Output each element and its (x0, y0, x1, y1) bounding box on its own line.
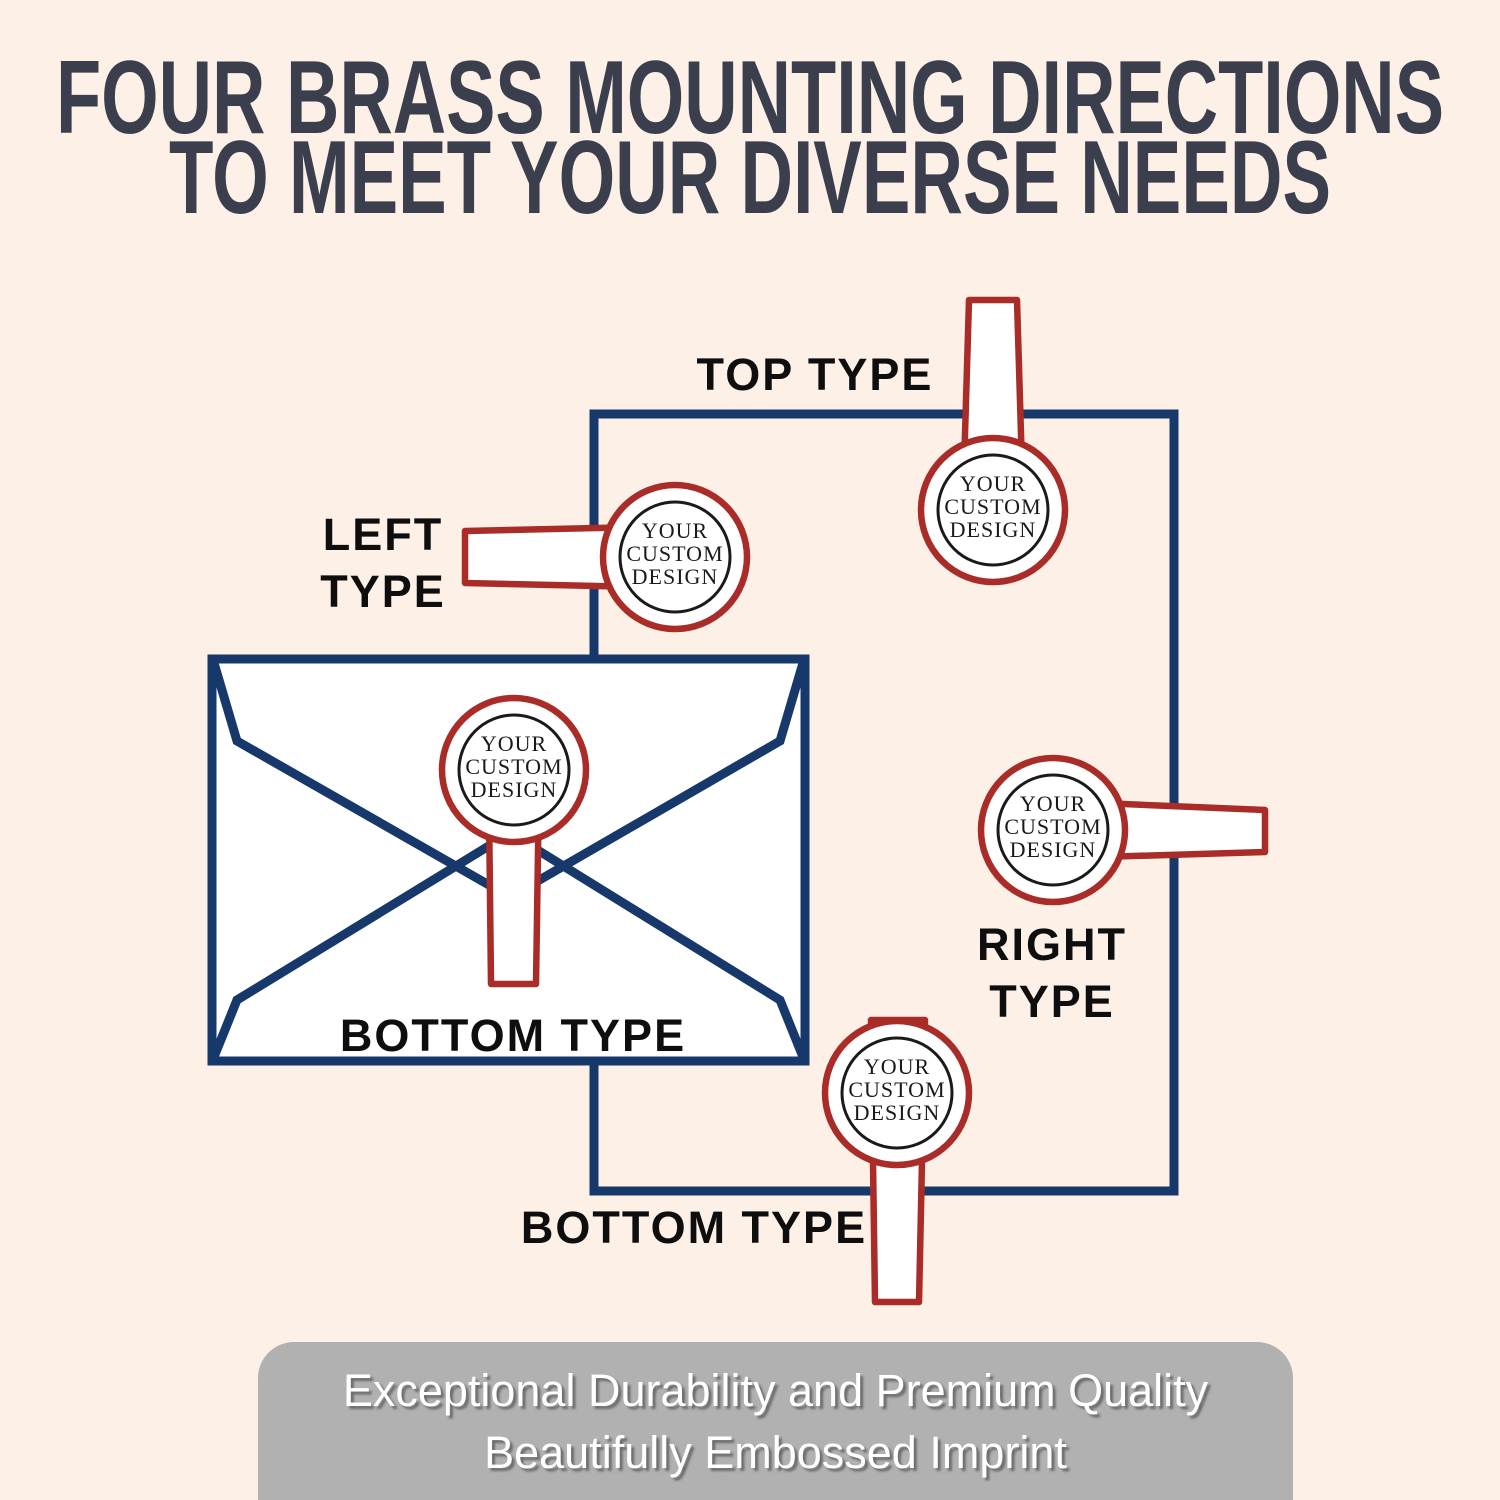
seal-design-text: CUSTOM (465, 754, 562, 779)
seal-design-text: CUSTOM (944, 494, 1041, 519)
seal-design-text: DESIGN (471, 777, 558, 802)
seal-stamp-envelope: YOUR CUSTOM DESIGN (438, 694, 590, 988)
envelope-flap-bottom-left (209, 829, 513, 1059)
envelope-flap-bottom-right (507, 829, 808, 1059)
banner-text-line2: Beautifully Embossed Imprint (484, 1426, 1067, 1478)
seal-design-text: YOUR (481, 731, 547, 756)
seal-design-text: YOUR (642, 518, 708, 543)
seal-design-text: DESIGN (854, 1100, 941, 1125)
seal-head-bottom (821, 1017, 973, 1169)
label-bottom-type: BOTTOM TYPE (521, 1202, 867, 1253)
seal-head-envelope (438, 694, 590, 846)
seal-design-text: DESIGN (632, 564, 719, 589)
seal-design-text: DESIGN (950, 517, 1037, 542)
seal-head-top (917, 434, 1069, 586)
seal-stamp-right: YOUR CUSTOM DESIGN (977, 754, 1269, 906)
seal-inner-ring-envelope (457, 713, 571, 827)
seal-inner-ring-left (618, 500, 732, 614)
seal-design-text: CUSTOM (848, 1077, 945, 1102)
envelope-flap-top-left (209, 661, 513, 901)
label-envelope-bottom-type: BOTTOM TYPE (340, 1010, 686, 1061)
seal-design-text: DESIGN (1010, 837, 1097, 862)
label-left-type-line1: LEFT (323, 509, 443, 560)
seal-inner-ring-bottom (840, 1036, 954, 1150)
page-title-line1: FOUR BRASS MOUNTING DIRECTIONS (56, 40, 1444, 156)
seal-head-left (599, 481, 751, 633)
seal-inner-ring-right (996, 773, 1110, 887)
banner-text-line1: Exceptional Durability and Premium Quali… (342, 1365, 1209, 1416)
label-right-type-line1: RIGHT (977, 919, 1127, 970)
label-right-type-line2: TYPE (989, 976, 1115, 1027)
seal-inner-ring-top (936, 453, 1050, 567)
seal-stamp-top: YOUR CUSTOM DESIGN (917, 296, 1069, 586)
seal-stamp-left: YOUR CUSTOM DESIGN (461, 481, 751, 633)
feature-banner: Exceptional Durability and Premium Quali… (258, 1342, 1293, 1500)
label-left-type-line2: TYPE (320, 566, 446, 617)
seal-stamp-bottom: YOUR CUSTOM DESIGN (821, 1016, 973, 1306)
seal-design-text: CUSTOM (1004, 814, 1101, 839)
seal-design-text: YOUR (864, 1054, 930, 1079)
envelope-flap-top-right (507, 661, 808, 901)
seal-design-text: YOUR (960, 471, 1026, 496)
seal-design-text: CUSTOM (626, 541, 723, 566)
label-top-type: TOP TYPE (697, 349, 934, 400)
seal-design-text: YOUR (1020, 791, 1086, 816)
seal-head-right (977, 754, 1129, 906)
page-title-line2: TO MEET YOUR DIVERSE NEEDS (169, 120, 1331, 236)
